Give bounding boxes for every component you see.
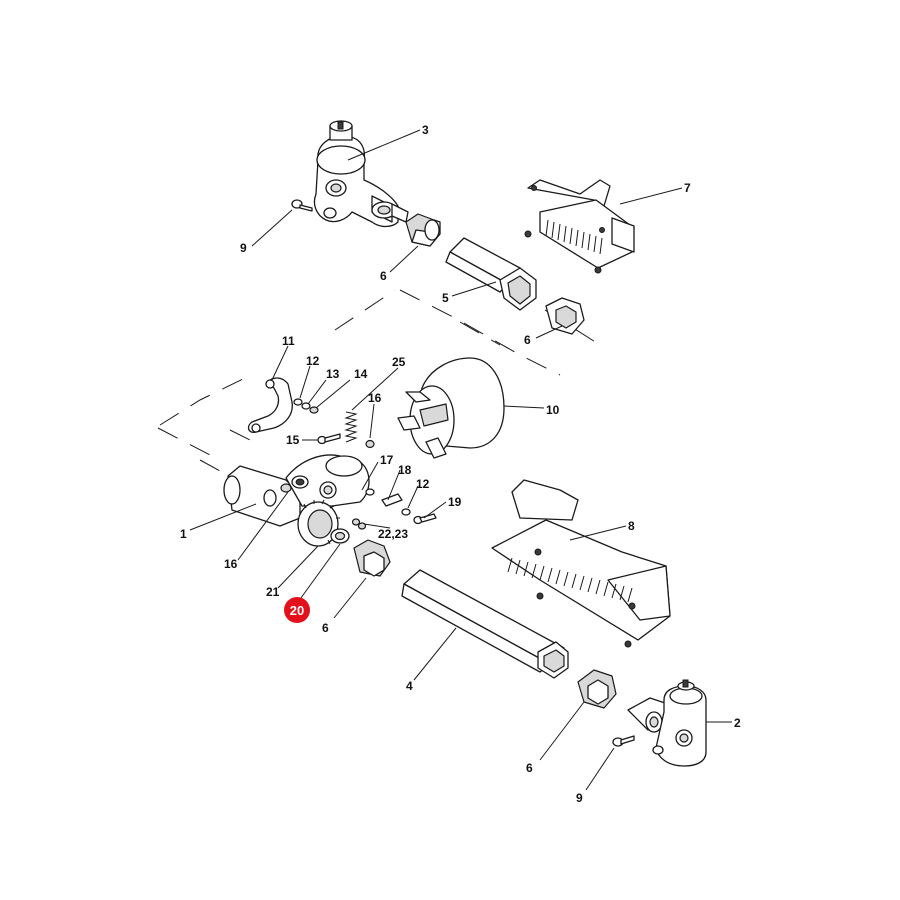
part-6-nut-top bbox=[405, 213, 441, 247]
callout-20[interactable]: 20 bbox=[290, 603, 304, 618]
callout-8: 8 bbox=[628, 519, 635, 533]
part-1-gear-housing bbox=[223, 454, 370, 527]
part-4-lower-shaft bbox=[401, 569, 569, 679]
part-6-nut-upper-right bbox=[545, 297, 585, 335]
part-21-gear bbox=[297, 499, 340, 547]
part-25-spring bbox=[344, 411, 358, 443]
part-15-screw bbox=[317, 433, 341, 445]
part-9-screw-top bbox=[291, 199, 313, 212]
callout-12-upper: 12 bbox=[306, 354, 320, 368]
callout-25: 25 bbox=[392, 355, 406, 369]
callout-13: 13 bbox=[326, 367, 340, 381]
callout-21: 21 bbox=[266, 585, 280, 599]
part-9-screw-bottom bbox=[612, 735, 635, 747]
callout-22-23: 22,23 bbox=[378, 527, 408, 541]
part-5-upper-shaft bbox=[445, 237, 537, 311]
parts-12-13-14-fasteners-upper bbox=[293, 398, 319, 414]
part-2-lower-housing bbox=[627, 679, 707, 767]
callout-9-top: 9 bbox=[240, 241, 247, 255]
callout-5: 5 bbox=[442, 291, 449, 305]
callout-19: 19 bbox=[448, 495, 462, 509]
callout-12-lower: 12 bbox=[416, 477, 430, 491]
callout-leader-lines bbox=[189, 129, 732, 791]
callout-11: 11 bbox=[282, 334, 295, 348]
callout-3: 3 bbox=[422, 123, 429, 137]
callout-4: 4 bbox=[406, 679, 413, 693]
part-20-bushing bbox=[330, 528, 350, 544]
callout-14: 14 bbox=[354, 367, 368, 381]
callout-6-top: 6 bbox=[380, 269, 387, 283]
callout-6-middle: 6 bbox=[322, 621, 329, 635]
part-3-upper-housing bbox=[313, 120, 409, 228]
parts-17-18-12-19-fasteners-mid bbox=[280, 483, 437, 530]
callout-15: 15 bbox=[286, 433, 300, 447]
callout-17: 17 bbox=[380, 453, 394, 467]
callout-9-bottom: 9 bbox=[576, 791, 583, 805]
part-8-comb-teeth bbox=[507, 557, 633, 603]
callout-6-lower: 6 bbox=[526, 761, 533, 775]
callout-6-upper-right: 6 bbox=[524, 333, 531, 347]
part-16-nut-upper bbox=[365, 439, 375, 449]
part-10-drum bbox=[397, 357, 505, 459]
callout-18: 18 bbox=[398, 463, 412, 477]
highlighted-callout-20[interactable]: 20 bbox=[284, 597, 310, 623]
part-7-upper-guard bbox=[524, 179, 635, 274]
part-8-lower-guard bbox=[491, 479, 671, 648]
part-6-nut-middle bbox=[353, 539, 391, 577]
part-11-bracket bbox=[247, 377, 293, 433]
callout-2: 2 bbox=[734, 716, 741, 730]
highlight-badge[interactable] bbox=[284, 597, 310, 623]
callout-1: 1 bbox=[180, 527, 187, 541]
callout-10: 10 bbox=[546, 403, 560, 417]
callout-labels: 3 7 9 6 5 6 11 12 13 14 25 16 10 15 17 1… bbox=[180, 123, 741, 805]
callout-16-lower: 16 bbox=[224, 557, 238, 571]
part-7-comb-teeth bbox=[545, 219, 603, 255]
callout-7: 7 bbox=[684, 181, 691, 195]
callout-16-upper: 16 bbox=[368, 391, 382, 405]
part-6-nut-lower bbox=[577, 669, 617, 709]
